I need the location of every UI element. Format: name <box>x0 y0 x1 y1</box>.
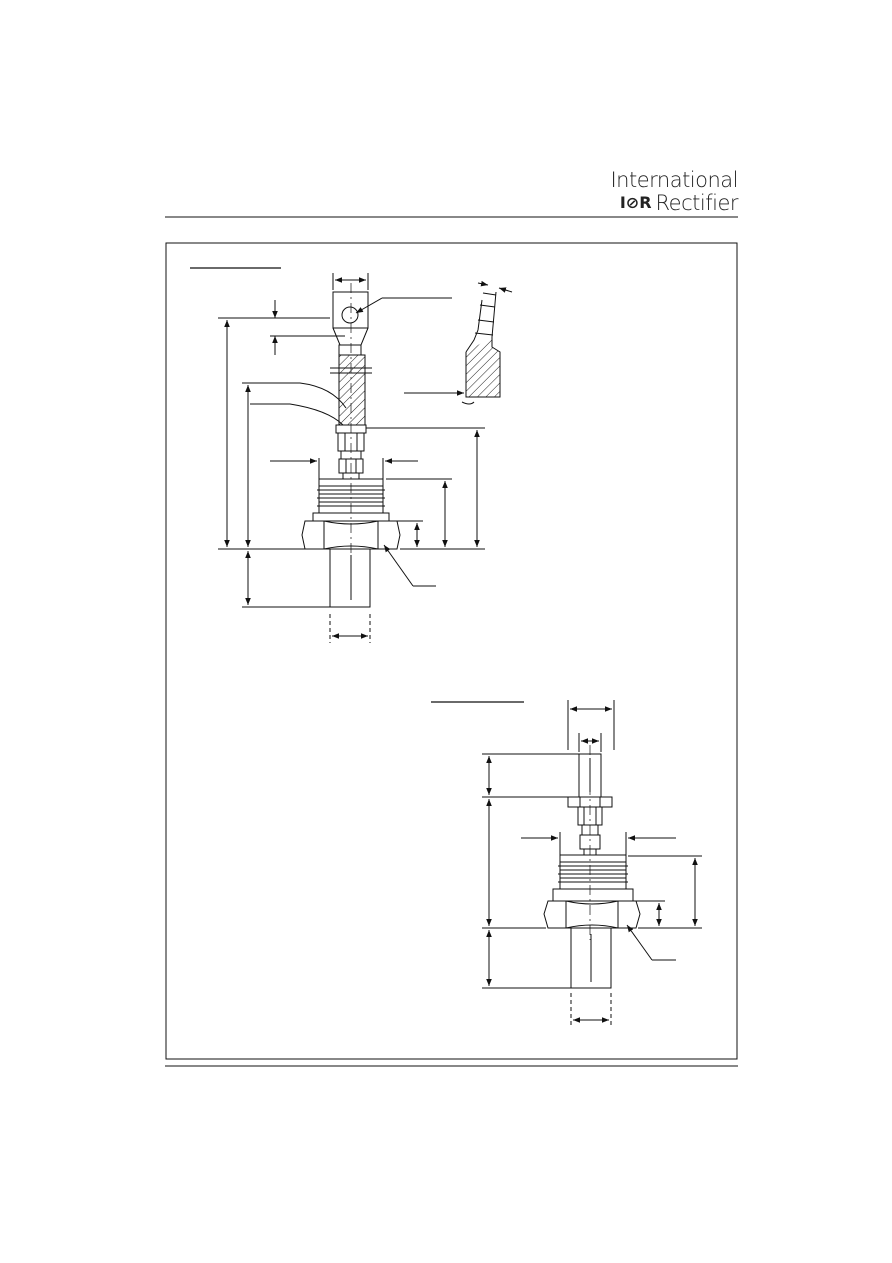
device-outline-bottom <box>431 700 702 1026</box>
ior-logo-icon: I⊘R <box>619 193 652 212</box>
device-outline-top <box>190 267 513 643</box>
brand-name-line1: International <box>610 168 738 192</box>
brand-name-line2: Rectifier <box>655 191 739 215</box>
drawing-frame <box>165 242 738 1060</box>
